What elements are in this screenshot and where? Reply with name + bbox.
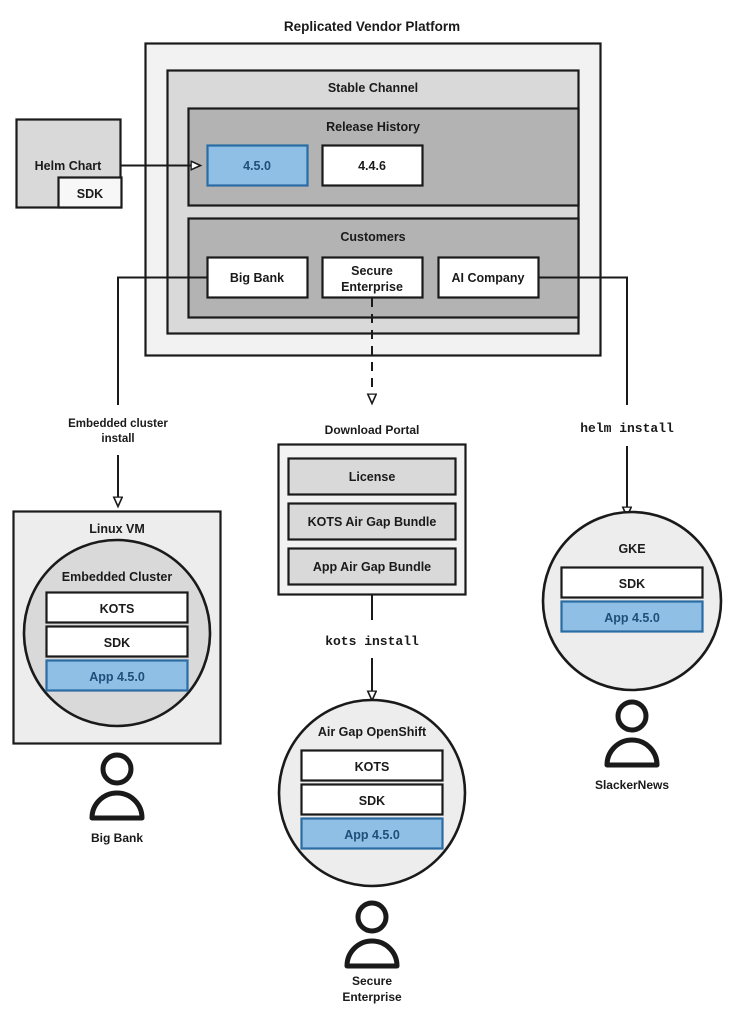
edge-label-embedded-install-line1: Embedded cluster [68,418,168,430]
edge-label-kots-install: kots install [325,634,419,649]
actor-label-big-bank: Big Bank [91,831,143,845]
helm-chart-label: Helm Chart [35,159,103,173]
download-portal-item-box-license[interactable] [287,457,457,496]
linux-vm-component-box-sdk[interactable] [45,625,189,658]
helm-chart-sdk-box[interactable] [57,176,123,209]
airgap-component-label-app: App 4.5.0 [344,828,400,842]
customer-label-secure-enterprise-line1: Secure [351,264,393,278]
release-box-4-4-6[interactable] [321,144,424,187]
gke-title: GKE [618,542,645,556]
airgap-component-box-app[interactable] [300,817,444,850]
edge-aicompany-to-gke [538,276,628,405]
actor-icon-slackernews [604,699,660,768]
page-title: Replicated Vendor Platform [284,19,460,34]
linux-vm-component-label-kots: KOTS [100,602,135,616]
helm-chart-sdk-label: SDK [77,187,103,201]
actor-label-slackernews: SlackerNews [595,778,669,792]
download-portal-item-label-kots-airgap: KOTS Air Gap Bundle [308,515,437,529]
customer-box-big-bank[interactable] [206,256,309,299]
edge-label-embedded-install-line2: install [101,433,134,445]
release-label-4-4-6: 4.4.6 [358,159,386,173]
actor-icon-big-bank [89,752,145,821]
airgap-component-box-sdk[interactable] [300,783,444,816]
edge-bigbank-to-linuxvm [117,276,208,405]
gke-component-label-app: App 4.5.0 [604,611,660,625]
linux-vm-component-box-app[interactable] [45,659,189,692]
customer-label-secure-enterprise-line2: Enterprise [341,280,403,294]
release-label-4-5-0: 4.5.0 [243,159,271,173]
linux-vm-component-label-sdk: SDK [104,636,130,650]
download-portal-item-box-app-airgap[interactable] [287,547,457,586]
actor-label-secure-enterprise-line2: Enterprise [342,990,402,1004]
customer-box-ai-company[interactable] [437,256,540,299]
edge-label-helm-install: helm install [580,421,674,436]
airgap-component-box-kots[interactable] [300,749,444,782]
release-box-4-5-0[interactable] [206,144,309,187]
download-portal-item-label-license: License [349,470,396,484]
stable-channel-title: Stable Channel [328,81,418,95]
linux-vm-component-label-app: App 4.5.0 [89,670,145,684]
airgap-openshift-title: Air Gap OpenShift [318,725,427,739]
linux-vm-title: Linux VM [89,522,145,536]
gke-component-box-app[interactable] [560,600,704,633]
download-portal-item-box-kots-airgap[interactable] [287,502,457,541]
download-portal-title: Download Portal [325,423,420,437]
release-history-title: Release History [326,120,420,134]
linux-vm-component-box-kots[interactable] [45,591,189,624]
customers-title: Customers [340,230,405,244]
gke-component-label-sdk: SDK [619,577,645,591]
actor-icon-secure-enterprise [344,900,400,969]
customer-label-big-bank: Big Bank [230,271,284,285]
customer-label-ai-company: AI Company [452,271,525,285]
airgap-component-label-kots: KOTS [355,760,390,774]
embedded-cluster-title: Embedded Cluster [62,570,173,584]
airgap-component-label-sdk: SDK [359,794,385,808]
gke-component-box-sdk[interactable] [560,566,704,599]
customer-box-secure-enterprise[interactable] [321,256,424,299]
download-portal-item-label-app-airgap: App Air Gap Bundle [313,560,431,574]
actor-label-secure-enterprise-line1: Secure [352,974,392,988]
